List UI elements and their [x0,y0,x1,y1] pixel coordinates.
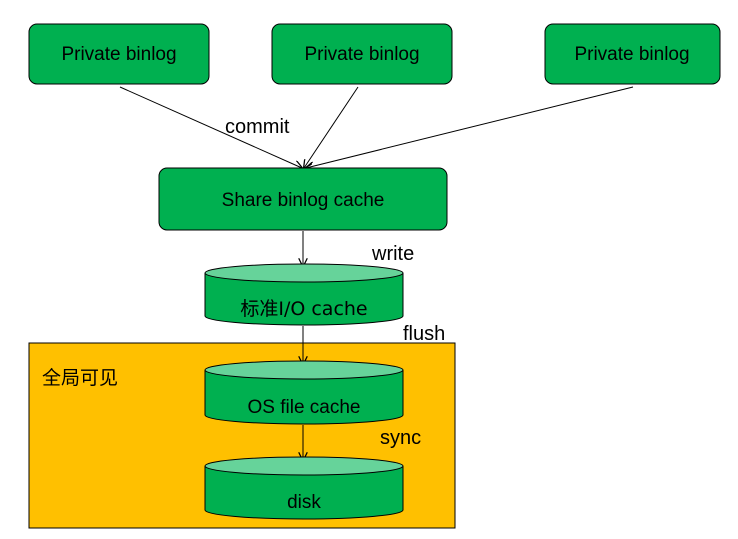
stdio-cache-label: 标准I/O cache [240,298,367,320]
private-binlog-box-1 [28,23,210,85]
private-binlog-box-2 [271,23,453,85]
private-binlog-label-3: Private binlog [574,44,689,65]
commit-arrow-2 [304,86,359,168]
flush-label: flush [403,323,445,345]
write-label: write [371,243,414,265]
os-file-cache-label: OS file cache [248,397,361,418]
private-binlog-label-1: Private binlog [61,44,176,65]
disk-label: disk [287,492,321,513]
region-label: 全局可见 [42,367,118,389]
os-file-cache-cylinder [204,360,404,425]
commit-arrow-1 [119,86,302,168]
sync-label: sync [380,427,421,449]
disk-cylinder [204,456,404,520]
commit-arrow-3 [306,86,634,168]
stdio-cache-cylinder [204,263,404,326]
share-binlog-cache-box [158,167,448,231]
private-binlog-label-2: Private binlog [304,44,419,65]
commit-label: commit [225,116,290,138]
private-binlog-box-3 [544,23,721,85]
share-binlog-cache-label: Share binlog cache [222,190,385,211]
